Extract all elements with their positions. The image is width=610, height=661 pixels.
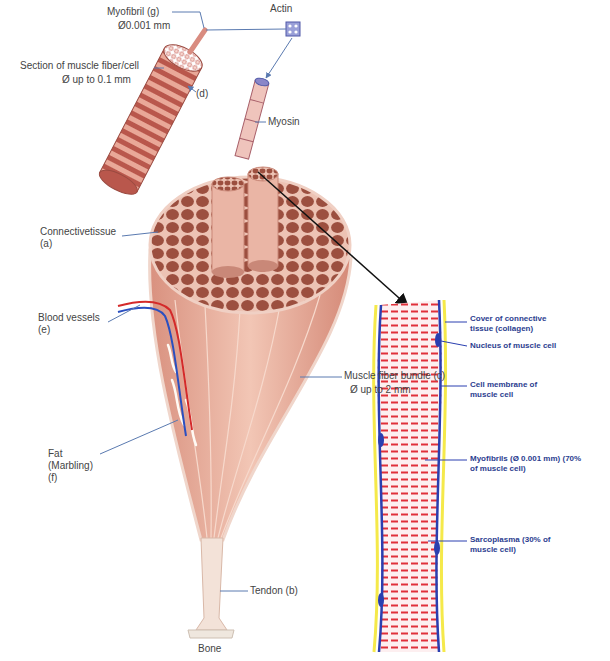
cell-nucleus bbox=[378, 593, 384, 607]
callout-letter: (d) bbox=[196, 88, 208, 100]
dimension-label: Ø0.001 mm bbox=[118, 20, 170, 32]
tendon-shape bbox=[196, 538, 227, 630]
part-label: Bone bbox=[198, 643, 221, 655]
part-label: Muscle fiber bundle (c) bbox=[344, 370, 445, 382]
myofibril-rod bbox=[190, 30, 205, 52]
muscle-striations bbox=[175, 295, 320, 538]
leader-lines bbox=[100, 12, 342, 591]
part-label: Myosin bbox=[268, 116, 300, 128]
muscle-cell bbox=[374, 300, 446, 652]
part-label: Myofibril (g) bbox=[107, 6, 159, 18]
cell-part-label: Cover of connective tissue (collagen) bbox=[470, 314, 565, 333]
part-label: Tendon (b) bbox=[250, 585, 298, 597]
cell-part-label: Nucleus of muscle cell bbox=[470, 341, 590, 351]
actin-symbol bbox=[286, 22, 300, 36]
part-label: Section of muscle fiber/cell bbox=[20, 60, 139, 72]
cell-nucleus bbox=[378, 433, 384, 447]
cell-part-label: Sarcoplasma (30% of muscle cell) bbox=[470, 535, 565, 554]
bone-shape bbox=[188, 630, 234, 638]
dimension-label: Ø up to 2 mm bbox=[350, 384, 411, 396]
part-label: Fat (Marbling) (f) bbox=[48, 448, 100, 484]
bundle-cylinders bbox=[212, 167, 278, 278]
part-label: Connectivetissue (a) bbox=[40, 226, 130, 250]
part-label: Actin bbox=[270, 3, 292, 15]
blood-vessels bbox=[118, 302, 192, 436]
cell-leader-lines bbox=[425, 322, 467, 541]
myosin-symbol bbox=[235, 77, 270, 159]
cell-nucleus bbox=[434, 541, 440, 555]
zoom-arrow bbox=[258, 172, 408, 306]
dimension-label: Ø up to 0.1 mm bbox=[62, 74, 131, 86]
part-label: Blood vessels (e) bbox=[38, 312, 110, 336]
cell-part-label: Myofibrils (Ø 0.001 mm) (70% of muscle c… bbox=[470, 454, 582, 473]
cell-part-label: Cell membrane of muscle cell bbox=[470, 380, 560, 399]
cell-nucleus bbox=[435, 333, 441, 347]
